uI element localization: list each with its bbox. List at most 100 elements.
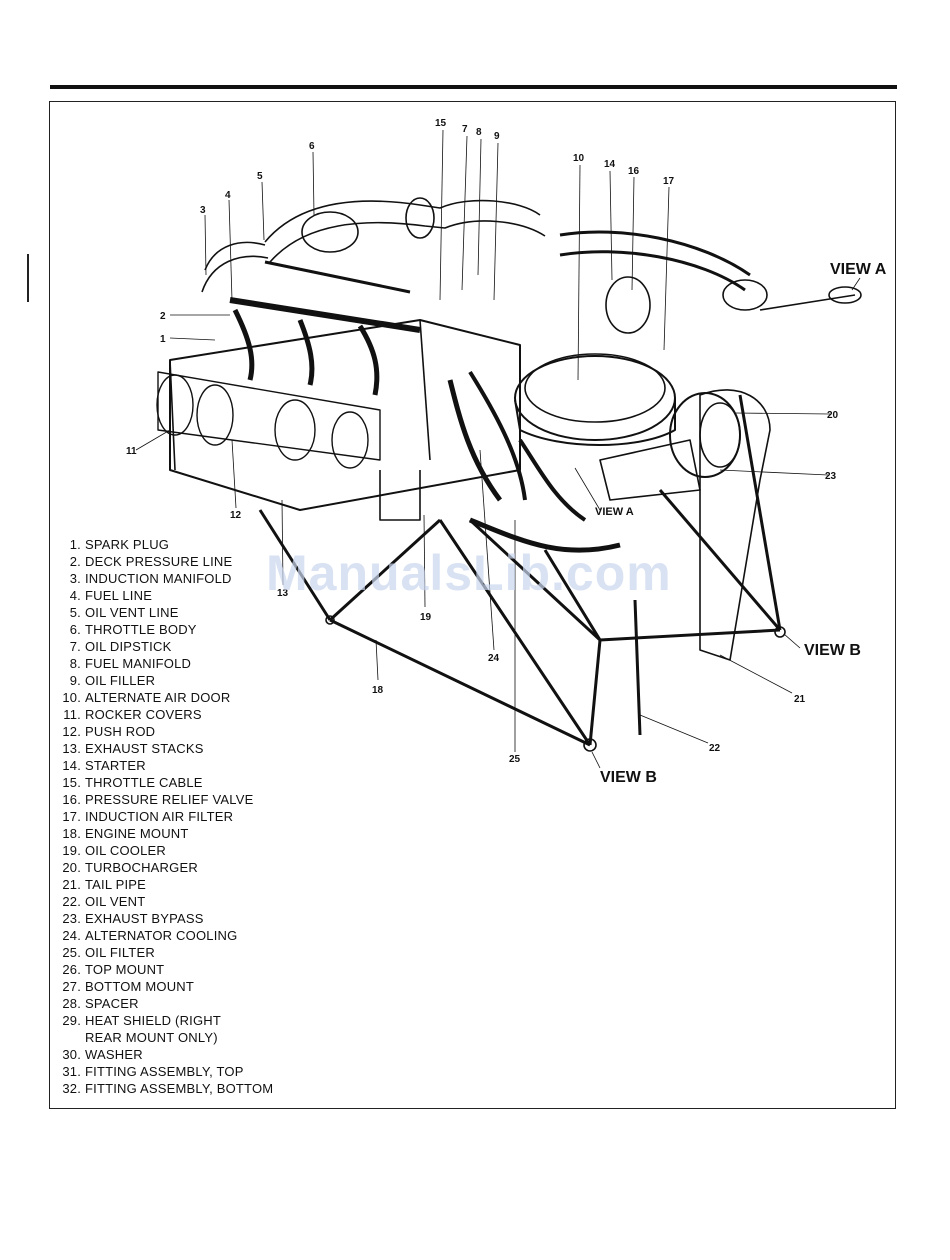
callout-16: 16: [628, 166, 640, 177]
callout-21: 21: [794, 694, 806, 705]
legend-number: 22.: [62, 894, 81, 909]
callout-7: 7: [462, 124, 468, 135]
legend-label: TOP MOUNT: [85, 962, 165, 977]
legend-item: 14.STARTER: [57, 757, 273, 774]
legend-number: 25.: [62, 945, 81, 960]
legend-item: 11. ROCKER COVERS: [57, 706, 273, 723]
legend-number: 15.: [62, 775, 81, 790]
legend-label: OIL VENT LINE: [85, 605, 179, 620]
callout-15: 15: [435, 118, 447, 129]
legend-label: SPACER: [85, 996, 139, 1011]
legend-label: BOTTOM MOUNT: [85, 979, 195, 994]
legend-number: 31.: [62, 1064, 81, 1079]
view-b-label-bottom: VIEW B: [600, 769, 657, 786]
callout-23: 23: [825, 471, 837, 482]
view-labels: VIEW A VIEW A VIEW B VIEW B: [595, 261, 887, 786]
legend-label: FITTING ASSEMBLY, BOTTOM: [85, 1081, 274, 1096]
view-a-label-top: VIEW A: [830, 261, 887, 278]
legend-number: 21.: [62, 877, 81, 892]
legend-label: SPARK PLUG: [85, 537, 170, 552]
view-a-label-small: VIEW A: [595, 506, 634, 518]
callout-12: 12: [230, 510, 242, 521]
legend-label: ENGINE MOUNT: [85, 826, 189, 841]
legend-item: 22.OIL VENT: [57, 893, 273, 910]
legend-label: EXHAUST STACKS: [85, 741, 204, 756]
legend-label: WASHER: [85, 1047, 143, 1062]
legend-label: EXHAUST BYPASS: [85, 911, 204, 926]
legend-item: 16.PRESSURE RELIEF VALVE: [57, 791, 273, 808]
legend-number: 17.: [62, 809, 81, 824]
legend-label: ALTERNATE AIR DOOR: [85, 690, 231, 705]
legend-number: 11.: [63, 707, 81, 722]
legend-label: PUSH ROD: [85, 724, 156, 739]
legend-item: 9.OIL FILLER: [57, 672, 273, 689]
legend-number: 32.: [62, 1081, 81, 1096]
legend-label: THROTTLE CABLE: [85, 775, 203, 790]
legend-number: 1.: [69, 537, 81, 552]
legend-label: OIL FILTER: [85, 945, 155, 960]
legend-item: 19. OIL COOLER: [57, 842, 273, 859]
margin-mark: [27, 254, 29, 302]
callout-19: 19: [420, 612, 432, 623]
callout-14: 14: [604, 159, 616, 170]
legend-label: INDUCTION AIR FILTER: [85, 809, 234, 824]
legend-item: 17. INDUCTION AIR FILTER: [57, 808, 273, 825]
legend-item: 1. SPARK PLUG: [57, 536, 273, 553]
legend-label: THROTTLE BODY: [85, 622, 197, 637]
legend-number: 3.: [69, 571, 81, 586]
legend-item: 20.TURBOCHARGER: [57, 859, 273, 876]
legend-item: 4.FUEL LINE: [57, 587, 273, 604]
legend-item: 7. OIL DIPSTICK: [57, 638, 273, 655]
legend-item: 8. FUEL MANIFOLD: [57, 655, 273, 672]
legend-label: STARTER: [85, 758, 146, 773]
legend-item: 23.EXHAUST BYPASS: [57, 910, 273, 927]
legend-number: 12.: [62, 724, 81, 739]
legend-item: 15. THROTTLE CABLE: [57, 774, 273, 791]
legend-item: 2.DECK PRESSURE LINE: [57, 553, 273, 570]
legend-number: 10.: [62, 690, 81, 705]
legend-label: FITTING ASSEMBLY, TOP: [85, 1064, 244, 1079]
watermark: ManualsLib.com: [266, 545, 672, 601]
callout-3: 3: [200, 205, 206, 216]
legend-item: 21.TAIL PIPE: [57, 876, 273, 893]
legend-label: ROCKER COVERS: [85, 707, 202, 722]
legend-label: OIL COOLER: [85, 843, 166, 858]
legend-item: 27.BOTTOM MOUNT: [57, 978, 273, 995]
callout-22: 22: [709, 743, 721, 754]
legend-item: 32. FITTING ASSEMBLY, BOTTOM: [57, 1080, 273, 1097]
legend-number: 26.: [62, 962, 81, 977]
legend-item: 13. EXHAUST STACKS: [57, 740, 273, 757]
callout-24: 24: [488, 653, 500, 664]
legend-item: 30. WASHER: [57, 1046, 273, 1063]
callout-13: 13: [277, 588, 289, 599]
engine-illustration: [156, 197, 862, 752]
legend-number: 2.: [69, 554, 81, 569]
figure-frame: [49, 101, 896, 1109]
callout-10: 10: [573, 153, 585, 164]
legend-number: 8.: [69, 656, 81, 671]
legend-item: 31. FITTING ASSEMBLY, TOP: [57, 1063, 273, 1080]
legend-item: REAR MOUNT ONLY): [57, 1029, 273, 1046]
legend-label: FUEL MANIFOLD: [85, 656, 192, 671]
legend-number: 5.: [69, 605, 81, 620]
legend-number: 13.: [62, 741, 81, 756]
legend-number: 7.: [69, 639, 81, 654]
legend-item: 6.THROTTLE BODY: [57, 621, 273, 638]
legend-number: 16.: [62, 792, 81, 807]
legend-number: 19.: [62, 843, 81, 858]
leader-lines: [135, 129, 861, 769]
legend-label: OIL FILLER: [85, 673, 156, 688]
legend-number: 30.: [62, 1047, 81, 1062]
callout-17: 17: [663, 176, 675, 187]
legend-number: 20.: [62, 860, 81, 875]
legend-label: INDUCTION MANIFOLD: [85, 571, 232, 586]
callout-18: 18: [372, 685, 384, 696]
legend-number: 18.: [62, 826, 81, 841]
legend-label: OIL DIPSTICK: [85, 639, 172, 654]
header-rule: [50, 85, 897, 89]
legend-number: 24.: [62, 928, 81, 943]
legend-item: 25. OIL FILTER: [57, 944, 273, 961]
callout-6: 6: [309, 141, 315, 152]
